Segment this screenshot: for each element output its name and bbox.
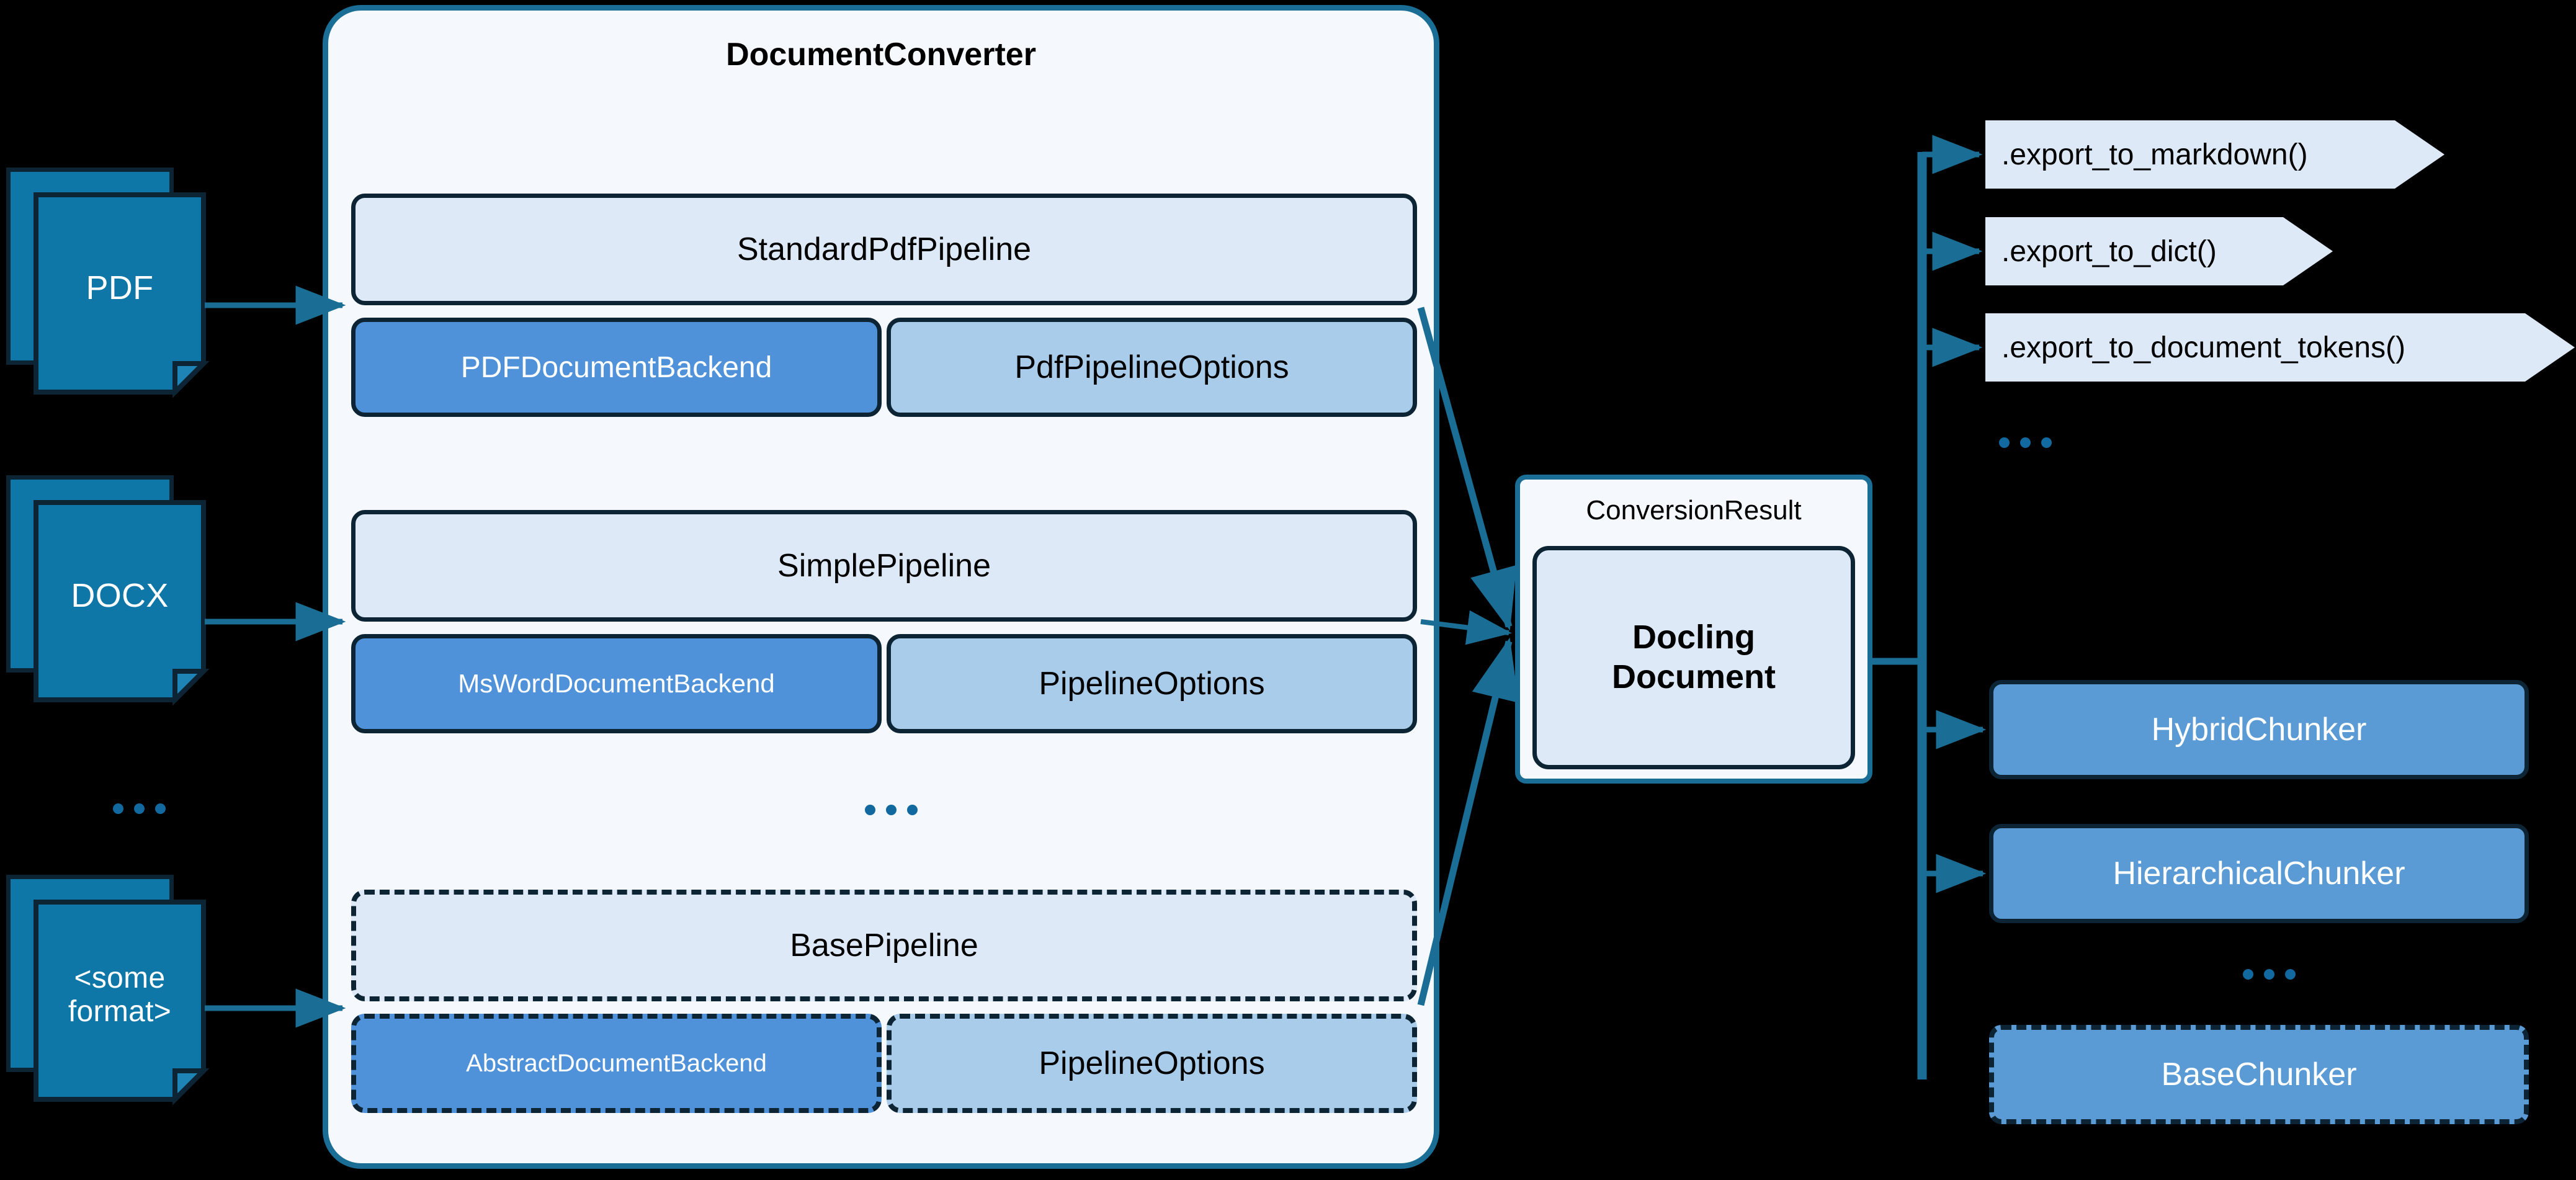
input-doc-pdf-label: PDF [86, 269, 154, 306]
export-to-markdown[interactable]: .export_to_markdown() [1985, 120, 2444, 189]
options-pipelineoptions-base: PipelineOptions [887, 1014, 1417, 1113]
inputs-ellipsis [113, 803, 166, 814]
converter-ellipsis [865, 805, 918, 815]
backend-pdfdocumentbackend: PDFDocumentBackend [351, 318, 882, 417]
input-doc-docx-label: DOCX [71, 576, 169, 614]
wire-standardpdfpipeline-to-result [1417, 306, 1517, 631]
input-doc-other-line1: <some [74, 962, 166, 995]
docling-document-line2: Document [1611, 658, 1776, 695]
options-pdfpipelineoptions: PdfPipelineOptions [887, 318, 1417, 417]
input-doc-pdf: PDF [6, 168, 236, 416]
pipeline-standardpdfpipeline: StandardPdfPipeline [351, 194, 1417, 305]
input-doc-other-label: <some format> [36, 902, 203, 1088]
backend-abstractdocumentbackend: AbstractDocumentBackend [351, 1014, 882, 1113]
wire-simplepipeline-to-result [1420, 610, 1512, 645]
document-converter-title: DocumentConverter [726, 37, 1036, 73]
conversion-result-label: ConversionResult [1586, 495, 1802, 525]
docling-document-box: Docling Document [1532, 546, 1855, 769]
pipeline-simplepipeline: SimplePipeline [351, 510, 1417, 622]
doc-front-sheet [34, 900, 210, 1106]
exports-ellipsis [1999, 437, 2052, 448]
chunkers-ellipsis [2243, 969, 2296, 980]
chunker-hybridchunker[interactable]: HybridChunker [1989, 680, 2529, 779]
wire-basepipeline-to-result [1417, 637, 1519, 1006]
options-pipelineoptions-simple: PipelineOptions [887, 634, 1417, 733]
chunker-basechunker[interactable]: BaseChunker [1989, 1025, 2529, 1124]
chunker-hierarchicalchunker[interactable]: HierarchicalChunker [1989, 824, 2529, 923]
input-doc-other: <some format> [6, 875, 236, 1123]
docling-document-line1: Docling [1632, 619, 1755, 656]
export-to-document-tokens[interactable]: .export_to_document_tokens() [1985, 313, 2575, 382]
backend-mzworddocumentbackend: MsWordDocumentBackend [351, 634, 882, 733]
export-to-dict[interactable]: .export_to_dict() [1985, 217, 2333, 285]
input-doc-other-line2: format> [68, 995, 172, 1028]
pipeline-basepipeline: BasePipeline [351, 890, 1417, 1001]
doc-front-sheet [34, 500, 210, 706]
input-doc-docx: DOCX [6, 475, 236, 723]
doc-front-sheet [34, 192, 210, 398]
